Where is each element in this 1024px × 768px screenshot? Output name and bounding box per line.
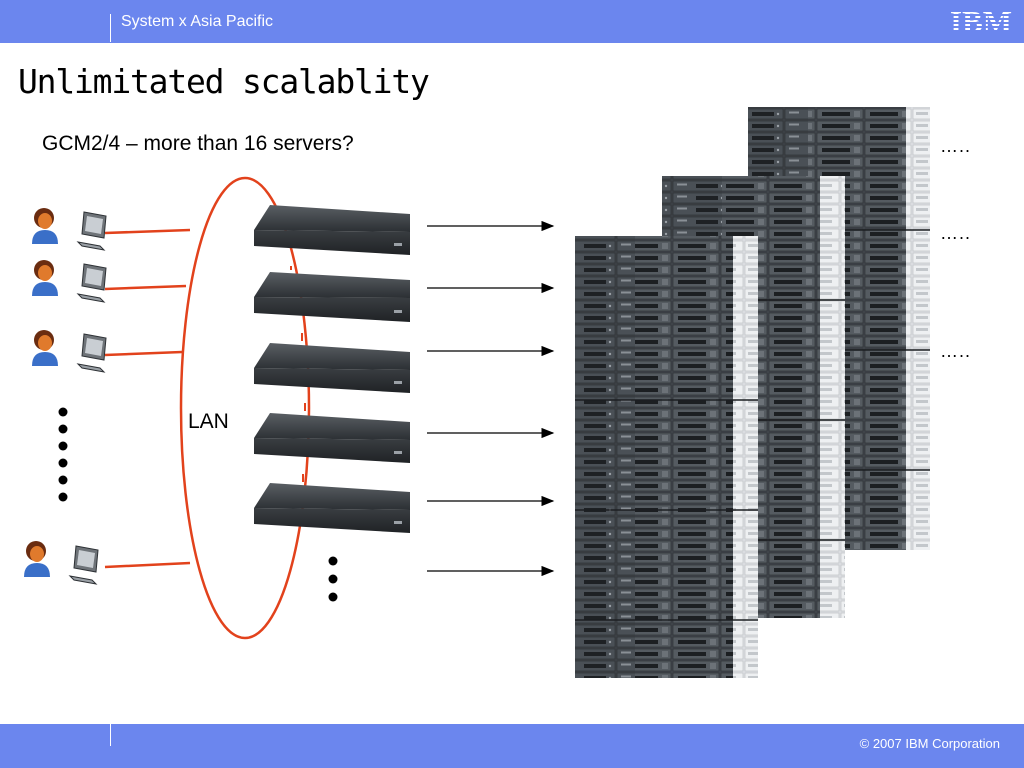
header-bar: System x Asia Pacific IBM: [0, 0, 1024, 43]
switches-more-dots: [328, 556, 338, 602]
header-separator: [110, 14, 111, 42]
rack-ellipsis-1: …..: [940, 136, 972, 156]
user-icon: [24, 541, 50, 577]
rack-ellipsis-3: …..: [940, 341, 972, 361]
computer-icon: [76, 263, 107, 303]
slide-title: Unlimitated scalablity: [18, 62, 430, 101]
users-more-dots: [58, 407, 68, 502]
kvm-switch-2: [254, 272, 410, 322]
user-icon: [32, 260, 58, 296]
footer-bar: © 2007 IBM Corporation: [0, 724, 1024, 768]
copyright-text: © 2007 IBM Corporation: [859, 736, 1000, 751]
kvm-switch-1: [254, 205, 410, 255]
computer-icon: [76, 333, 107, 373]
switch-link-marks: [290, 266, 306, 482]
user-workstation-1: [32, 208, 107, 251]
user-connection-lines: [104, 228, 191, 569]
computer-icon: [68, 545, 99, 585]
user-icon: [32, 208, 58, 244]
switch-to-server-arrows: [427, 220, 555, 577]
user-workstation-4: [24, 541, 99, 585]
kvm-switch-5: [254, 483, 410, 533]
kvm-switch-3: [254, 343, 410, 393]
lan-label: LAN: [188, 410, 229, 433]
rack-ellipsis-2: …..: [940, 223, 972, 243]
computer-icon: [76, 211, 107, 251]
ibm-logo: IBM: [950, 4, 1012, 38]
slide-subtitle: GCM2/4 – more than 16 servers?: [42, 132, 354, 155]
user-workstation-3: [32, 330, 107, 373]
lan-ellipse: [179, 176, 311, 640]
kvm-switch-4: [254, 413, 410, 463]
ibm-logo-text: IBM: [950, 4, 1012, 38]
footer-separator: [110, 724, 111, 746]
user-icon: [32, 330, 58, 366]
header-section-title: System x Asia Pacific: [121, 13, 274, 30]
user-workstation-2: [32, 260, 107, 303]
server-rack-front: [575, 236, 758, 678]
